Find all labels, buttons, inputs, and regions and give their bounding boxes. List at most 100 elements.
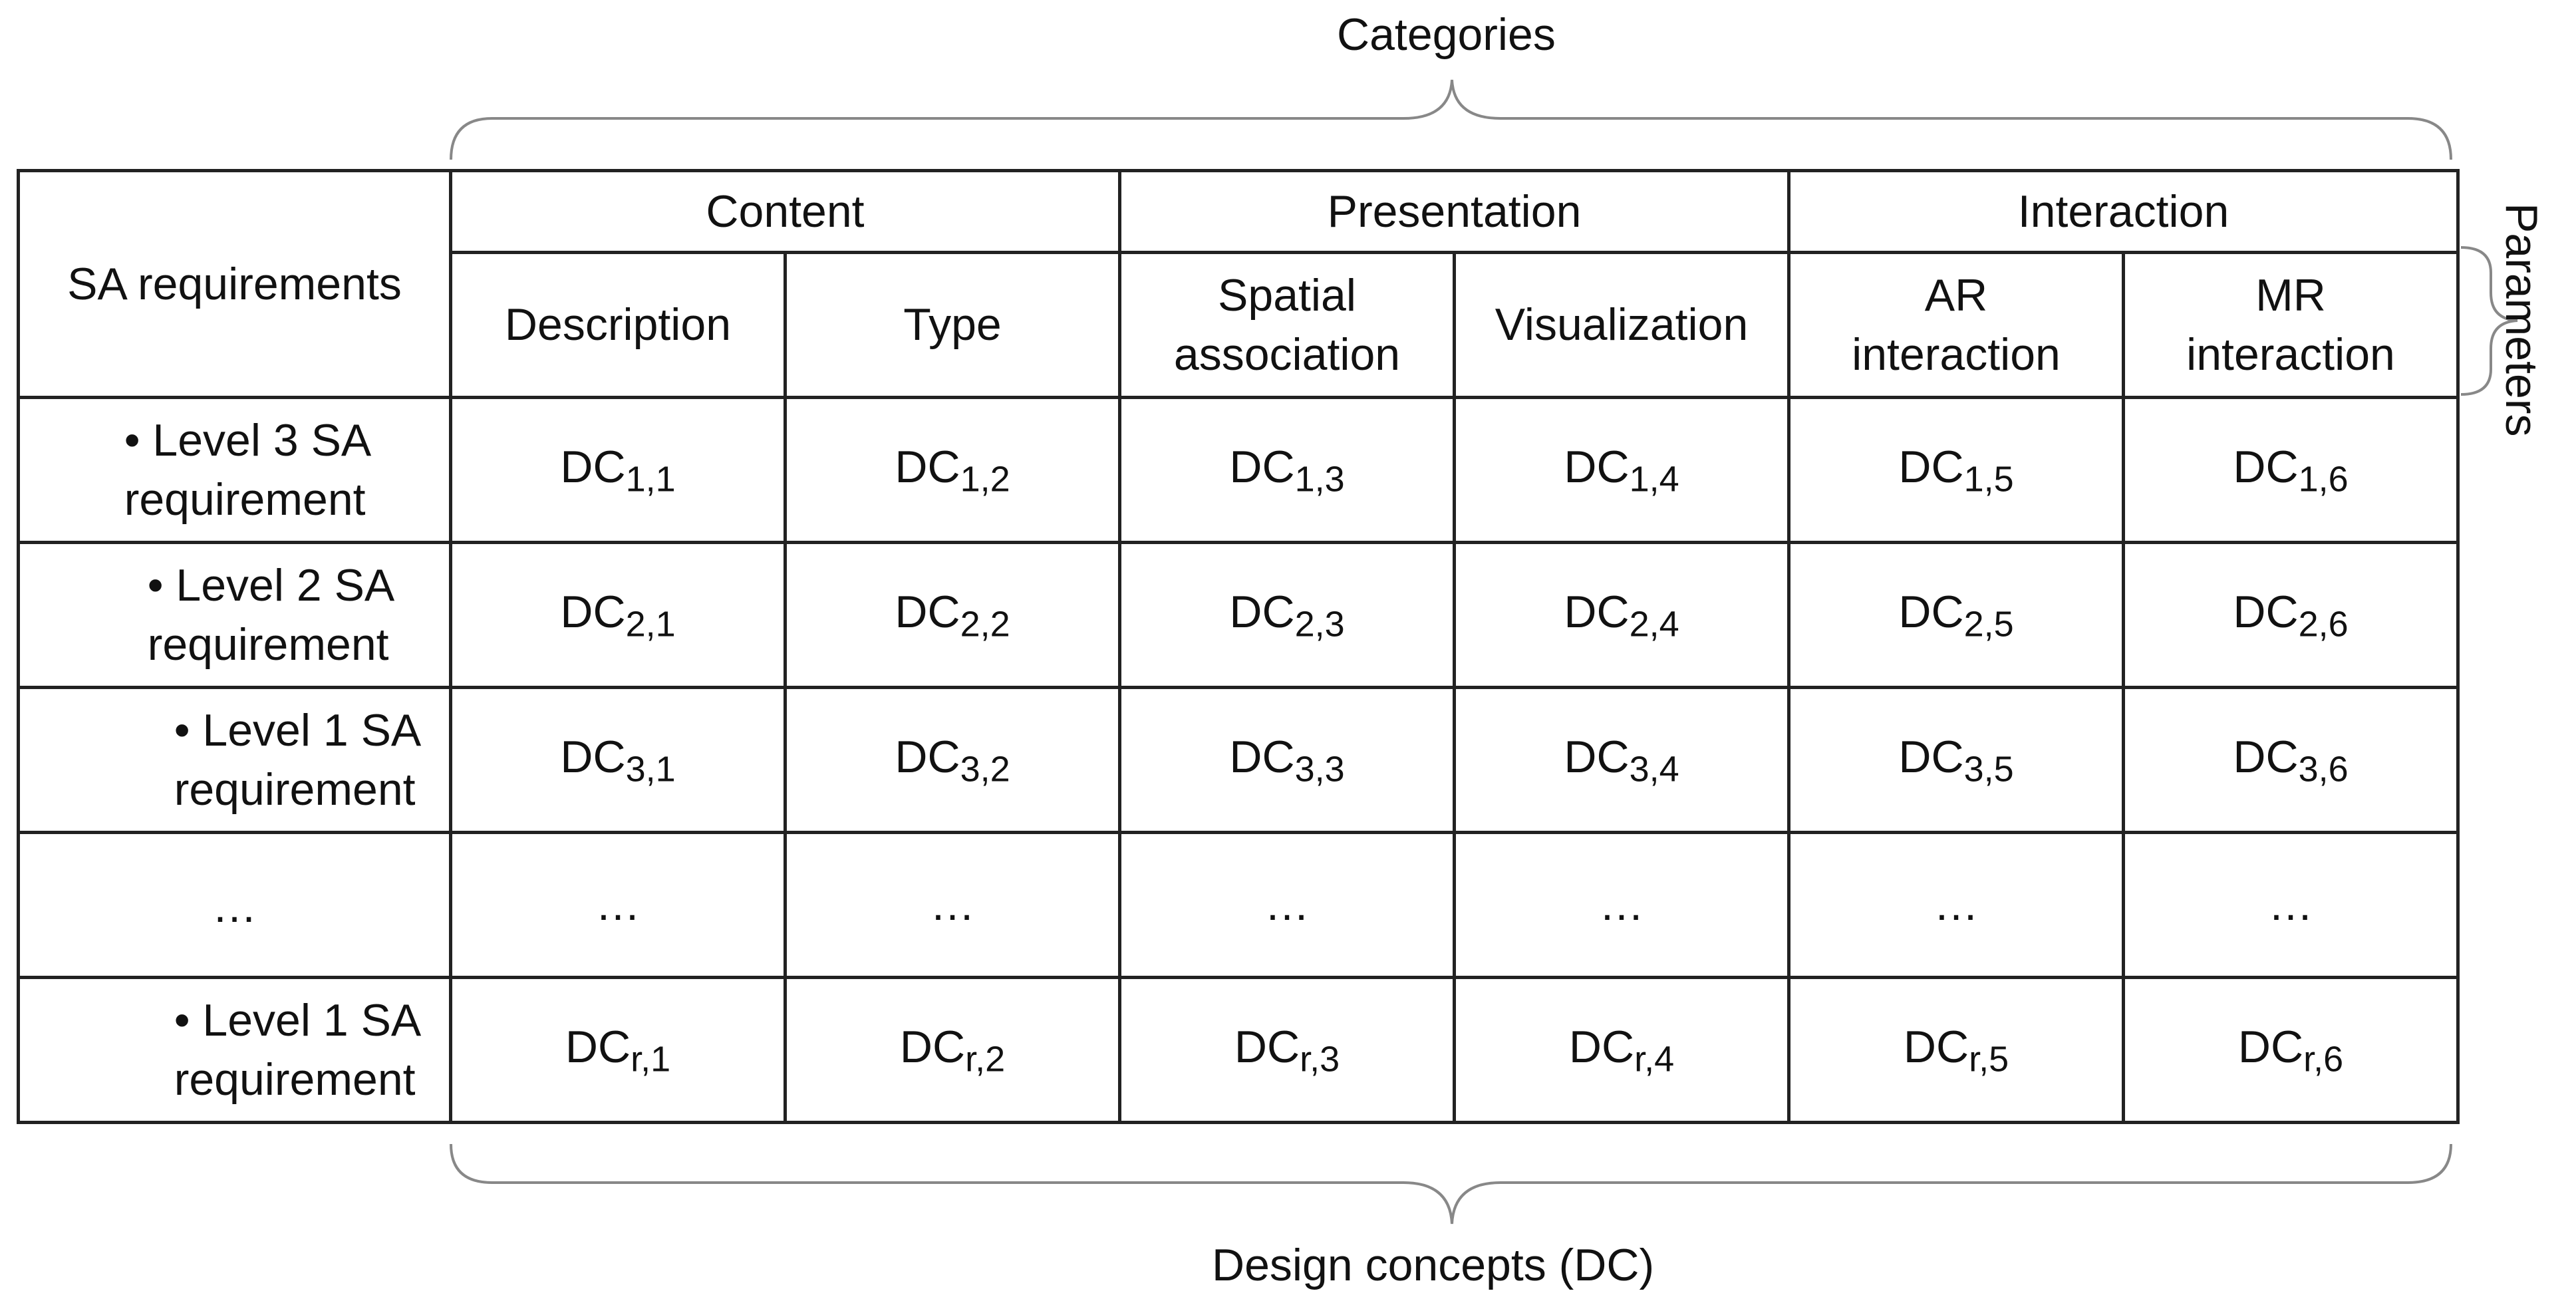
design-concept-label: DC bbox=[1898, 441, 1964, 492]
design-concept-cell: … bbox=[1453, 831, 1790, 979]
design-concept-cell: DC3,6 bbox=[2122, 686, 2460, 834]
design-concept-label: … bbox=[1264, 879, 1310, 931]
design-concept-label: … bbox=[1933, 879, 1979, 931]
sa-requirement-text: … bbox=[212, 881, 257, 932]
design-concept-cell: … bbox=[449, 831, 787, 979]
design-concept-label: DC bbox=[1898, 731, 1964, 782]
sa-requirement-cell: … bbox=[17, 831, 452, 979]
design-concept-cell: DC2,2 bbox=[784, 541, 1121, 689]
design-concept-index: 1,4 bbox=[1629, 459, 1679, 500]
parameter-header-line: Visualization bbox=[1495, 299, 1749, 351]
parameter-header-line: Type bbox=[903, 299, 1002, 351]
design-concept-cell: DC2,3 bbox=[1118, 541, 1456, 689]
parameter-header-line: MR bbox=[2255, 270, 2326, 321]
sa-requirement-cell: • Level 1 SA requirement bbox=[17, 686, 452, 834]
design-concept-label: DC bbox=[2233, 441, 2299, 492]
design-concept-cell: DC3,2 bbox=[784, 686, 1121, 834]
design-concept-cell: DCr,1 bbox=[449, 976, 787, 1124]
design-concept-label: … bbox=[930, 879, 975, 931]
design-concept-cell: … bbox=[2122, 831, 2460, 979]
design-concept-label: DC bbox=[560, 441, 626, 492]
design-concepts-brace bbox=[450, 1143, 2452, 1225]
sa-requirement-text: requirement bbox=[174, 764, 416, 815]
design-concept-cell: DC1,4 bbox=[1453, 396, 1790, 544]
design-concept-label: DC bbox=[895, 731, 960, 782]
design-concept-label: DC bbox=[1903, 1021, 1969, 1072]
design-concept-label: DC bbox=[895, 441, 960, 492]
design-concept-index: r,3 bbox=[1300, 1039, 1340, 1080]
design-concept-cell: … bbox=[1787, 831, 2125, 979]
design-concept-index: 2,2 bbox=[960, 604, 1010, 645]
design-concept-index: r,4 bbox=[1634, 1039, 1675, 1080]
design-concept-cell: DCr,6 bbox=[2122, 976, 2460, 1124]
sa-requirements-header: SA requirements bbox=[17, 169, 452, 399]
design-concept-label: DC bbox=[2237, 1021, 2304, 1072]
design-concept-index: 1,6 bbox=[2298, 459, 2349, 500]
design-concept-index: 1,3 bbox=[1294, 459, 1345, 500]
design-concept-index: 2,1 bbox=[625, 604, 676, 645]
sa-requirement-text: • Level 3 SA bbox=[124, 415, 372, 466]
design-concept-index: 1,2 bbox=[960, 459, 1010, 500]
parameters-brace bbox=[2460, 246, 2518, 396]
design-concept-label: DC bbox=[2233, 586, 2299, 637]
design-concept-label: DC bbox=[1564, 441, 1630, 492]
parameter-header: AR interaction bbox=[1787, 251, 2125, 399]
sa-requirement-text: requirement bbox=[174, 1054, 416, 1105]
design-concept-index: 2,3 bbox=[1294, 604, 1345, 645]
design-concept-label: DC bbox=[899, 1021, 966, 1072]
design-concept-index: r,1 bbox=[631, 1039, 671, 1080]
sa-requirement-text: • Level 1 SA bbox=[174, 705, 422, 756]
design-concept-label: DC bbox=[2233, 731, 2299, 782]
design-concept-index: r,6 bbox=[2303, 1039, 2344, 1080]
design-concept-cell: DCr,4 bbox=[1453, 976, 1790, 1124]
parameter-header-line: interaction bbox=[1852, 329, 2061, 380]
table-row: … … … … … … … bbox=[17, 831, 2460, 979]
parameter-header-line: Description bbox=[504, 299, 732, 351]
design-concept-cell: DC1,5 bbox=[1787, 396, 2125, 544]
category-header-content: Content bbox=[449, 169, 1121, 254]
parameter-header-line: association bbox=[1173, 329, 1401, 380]
parameter-header: Visualization bbox=[1453, 251, 1790, 399]
design-concept-cell: DC3,1 bbox=[449, 686, 787, 834]
design-concept-index: r,5 bbox=[1969, 1039, 2009, 1080]
design-concept-label: DC bbox=[565, 1021, 631, 1072]
parameters-label: Parameters bbox=[2496, 203, 2547, 437]
design-concept-index: 3,1 bbox=[625, 749, 676, 790]
sa-requirement-cell: • Level 3 SA requirement bbox=[17, 396, 452, 544]
design-concept-cell: DC2,4 bbox=[1453, 541, 1790, 689]
sa-requirement-text: requirement bbox=[124, 474, 366, 525]
sa-requirement-text: requirement bbox=[147, 619, 389, 670]
design-concept-cell: DC1,3 bbox=[1118, 396, 1456, 544]
design-concept-cell: … bbox=[1118, 831, 1456, 979]
design-concept-cell: DC1,6 bbox=[2122, 396, 2460, 544]
design-concept-label: DC bbox=[1229, 586, 1295, 637]
sa-requirement-text: • Level 2 SA bbox=[147, 560, 395, 611]
parameter-header-line: AR bbox=[1924, 270, 1988, 321]
design-concept-cell: DC3,3 bbox=[1118, 686, 1456, 834]
design-concept-label: … bbox=[595, 879, 641, 931]
categories-label: Categories bbox=[1337, 9, 1556, 60]
design-concept-cell: DC2,5 bbox=[1787, 541, 2125, 689]
design-concept-index: 3,2 bbox=[960, 749, 1010, 790]
design-concept-label: DC bbox=[1229, 441, 1295, 492]
sa-requirement-text: • Level 1 SA bbox=[174, 995, 422, 1046]
design-concept-index: 3,3 bbox=[1294, 749, 1345, 790]
design-concept-cell: DC3,4 bbox=[1453, 686, 1790, 834]
design-concept-index: 2,6 bbox=[2298, 604, 2349, 645]
design-concept-cell: DCr,5 bbox=[1787, 976, 2125, 1124]
design-concept-label: … bbox=[1599, 879, 1644, 931]
design-concept-cell: DCr,2 bbox=[784, 976, 1121, 1124]
design-concept-cell: … bbox=[784, 831, 1121, 979]
design-concept-index: 1,5 bbox=[1963, 459, 2014, 500]
parameter-header: Type bbox=[784, 251, 1121, 399]
design-concept-label: DC bbox=[1898, 586, 1964, 637]
design-concept-cell: DC2,6 bbox=[2122, 541, 2460, 689]
design-concept-index: 2,4 bbox=[1629, 604, 1679, 645]
